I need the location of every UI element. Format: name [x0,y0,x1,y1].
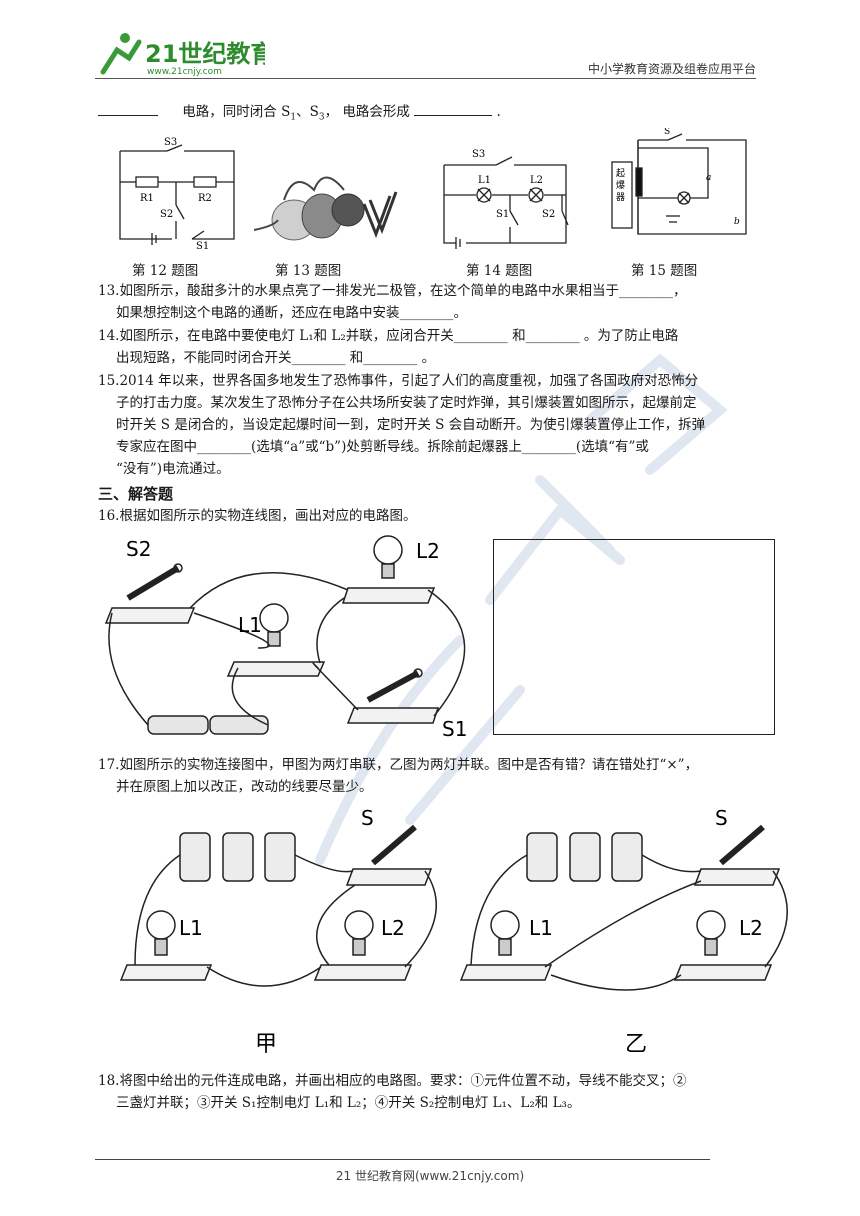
fig15-caption: 第 15 题图 [631,263,698,279]
fig15-label-b: b [734,217,740,227]
q14-line-1: 14.如图所示，在电路中要使电灯 L₁和 L₂并联，应闭合开关________ … [98,328,679,344]
q18-line-1: 18.将图中给出的元件连成电路，并画出相应的电路图。要求：①元件位置不动，导线不… [98,1073,687,1089]
q14-line-2: 出现短路，不能同时闭合开关________ 和________ 。 [116,350,436,366]
logo-url: www.21cnjy.com [147,67,222,77]
q15-line-4: 专家应在图中________(选填“a”或“b”)处剪断导线。拆除前起爆器上__… [116,439,649,455]
q16-label-s1: S1 [442,717,467,741]
figure-13-fruit-photo [254,176,398,241]
header-platform-text: 中小学教育资源及组卷应用平台 [587,62,756,76]
q18-line-2: 三盏灯并联；③开关 S₁控制电灯 L₁和 L₂；④开关 S₂控制电灯 L₁、L₂… [116,1095,581,1111]
fig15-label-detonator-2: 爆 [616,179,625,191]
q17-line-2: 并在原图上加以改正，改动的线要尽量少。 [116,779,373,795]
fig15-label-a: a [706,173,711,183]
q17-jia-label-l1: L1 [179,916,203,940]
logo-text: 21世纪教育 [145,40,265,68]
q17-yi-label-l2: L2 [739,916,763,940]
figure-15-circuit: S 起 爆 器 a b [611,128,747,235]
q15-line-3: 时开关 S 是闭合的，当设定起爆时间一到，定时开关 S 会自动断开。为使引爆装置… [116,417,706,433]
q13-line-1: 13.如图所示，酸甜多汁的水果点亮了一排发光二极管，在这个简单的电路中水果相当于… [98,283,687,299]
fig15-label-s: S [664,128,670,137]
fig14-label-s1: S1 [496,209,509,220]
q12-tail-line: 电路，同时闭合 S1、S3， 电路会形成 . [98,100,501,128]
fig14-label-l2: L2 [530,175,543,186]
q17-yi-label-s: S [715,806,728,830]
fig12-label-s2: S2 [160,209,173,220]
q17-yi-label-l1: L1 [529,916,553,940]
q17-label-yi: 乙 [625,1032,647,1057]
fig12-label-s1: S1 [196,241,209,252]
q13-line-2: 如果想控制这个电路的通断，还应在电路中安装________。 [116,305,467,321]
figure-12-circuit: S3 R1 S2 R2 S1 [119,137,235,252]
q17-physical-circuits: S L1 L2 S L1 L2 甲 乙 [119,806,788,1057]
footer-text: 21 世纪教育网(www.21cnjy.com) [335,1169,525,1183]
q15-line-1: 15.2014 年以来，世界各国多地发生了恐怖事件，引起了人们的高度重视，加强了… [98,373,699,389]
q17-label-jia: 甲 [255,1032,277,1057]
section-3-title: 三、解答题 [98,485,174,503]
q17-jia-label-s: S [361,806,374,830]
q16-answer-box[interactable] [493,539,775,735]
fig13-caption: 第 13 题图 [275,263,342,279]
fig12-caption: 第 12 题图 [132,263,199,279]
q15-line-5: “没有”)电流通过。 [116,461,230,477]
fig14-label-s2: S2 [542,209,555,220]
q16-physical-circuit: S2 L2 L1 S1 [104,535,467,741]
q16-line-1: 16.根据如图所示的实物连线图，画出对应的电路图。 [98,508,417,524]
fig14-label-s3: S3 [472,149,485,160]
fig12-label-s3: S3 [164,137,177,148]
fig15-label-detonator-3: 器 [616,192,625,203]
q16-label-s2: S2 [126,537,151,561]
header-divider [95,78,756,79]
q16-label-l2: L2 [416,539,440,563]
runner-icon [100,39,142,75]
q15-line-2: 子的打击力度。某次发生了恐怖分子在公共场所安装了定时炸弹，其引爆装置如图所示，起… [116,395,697,411]
q17-jia-label-l2: L2 [381,916,405,940]
fig12-label-r2: R2 [198,193,212,204]
fig15-label-detonator-1: 起 [616,168,625,179]
fig12-label-r1: R1 [140,193,154,204]
q17-line-1: 17.如图所示的实物连接图中，甲图为两灯串联，乙图为两灯并联。图中是否有错？请在… [98,757,699,773]
footer-divider [95,1159,710,1160]
figure-14-circuit: S3 L1 L2 S1 S2 [443,149,569,249]
fig14-label-l1: L1 [478,175,491,186]
q16-label-l1: L1 [238,613,262,637]
site-logo: 21世纪教育 www.21cnjy.com [100,33,265,77]
fig14-caption: 第 14 题图 [466,263,533,279]
